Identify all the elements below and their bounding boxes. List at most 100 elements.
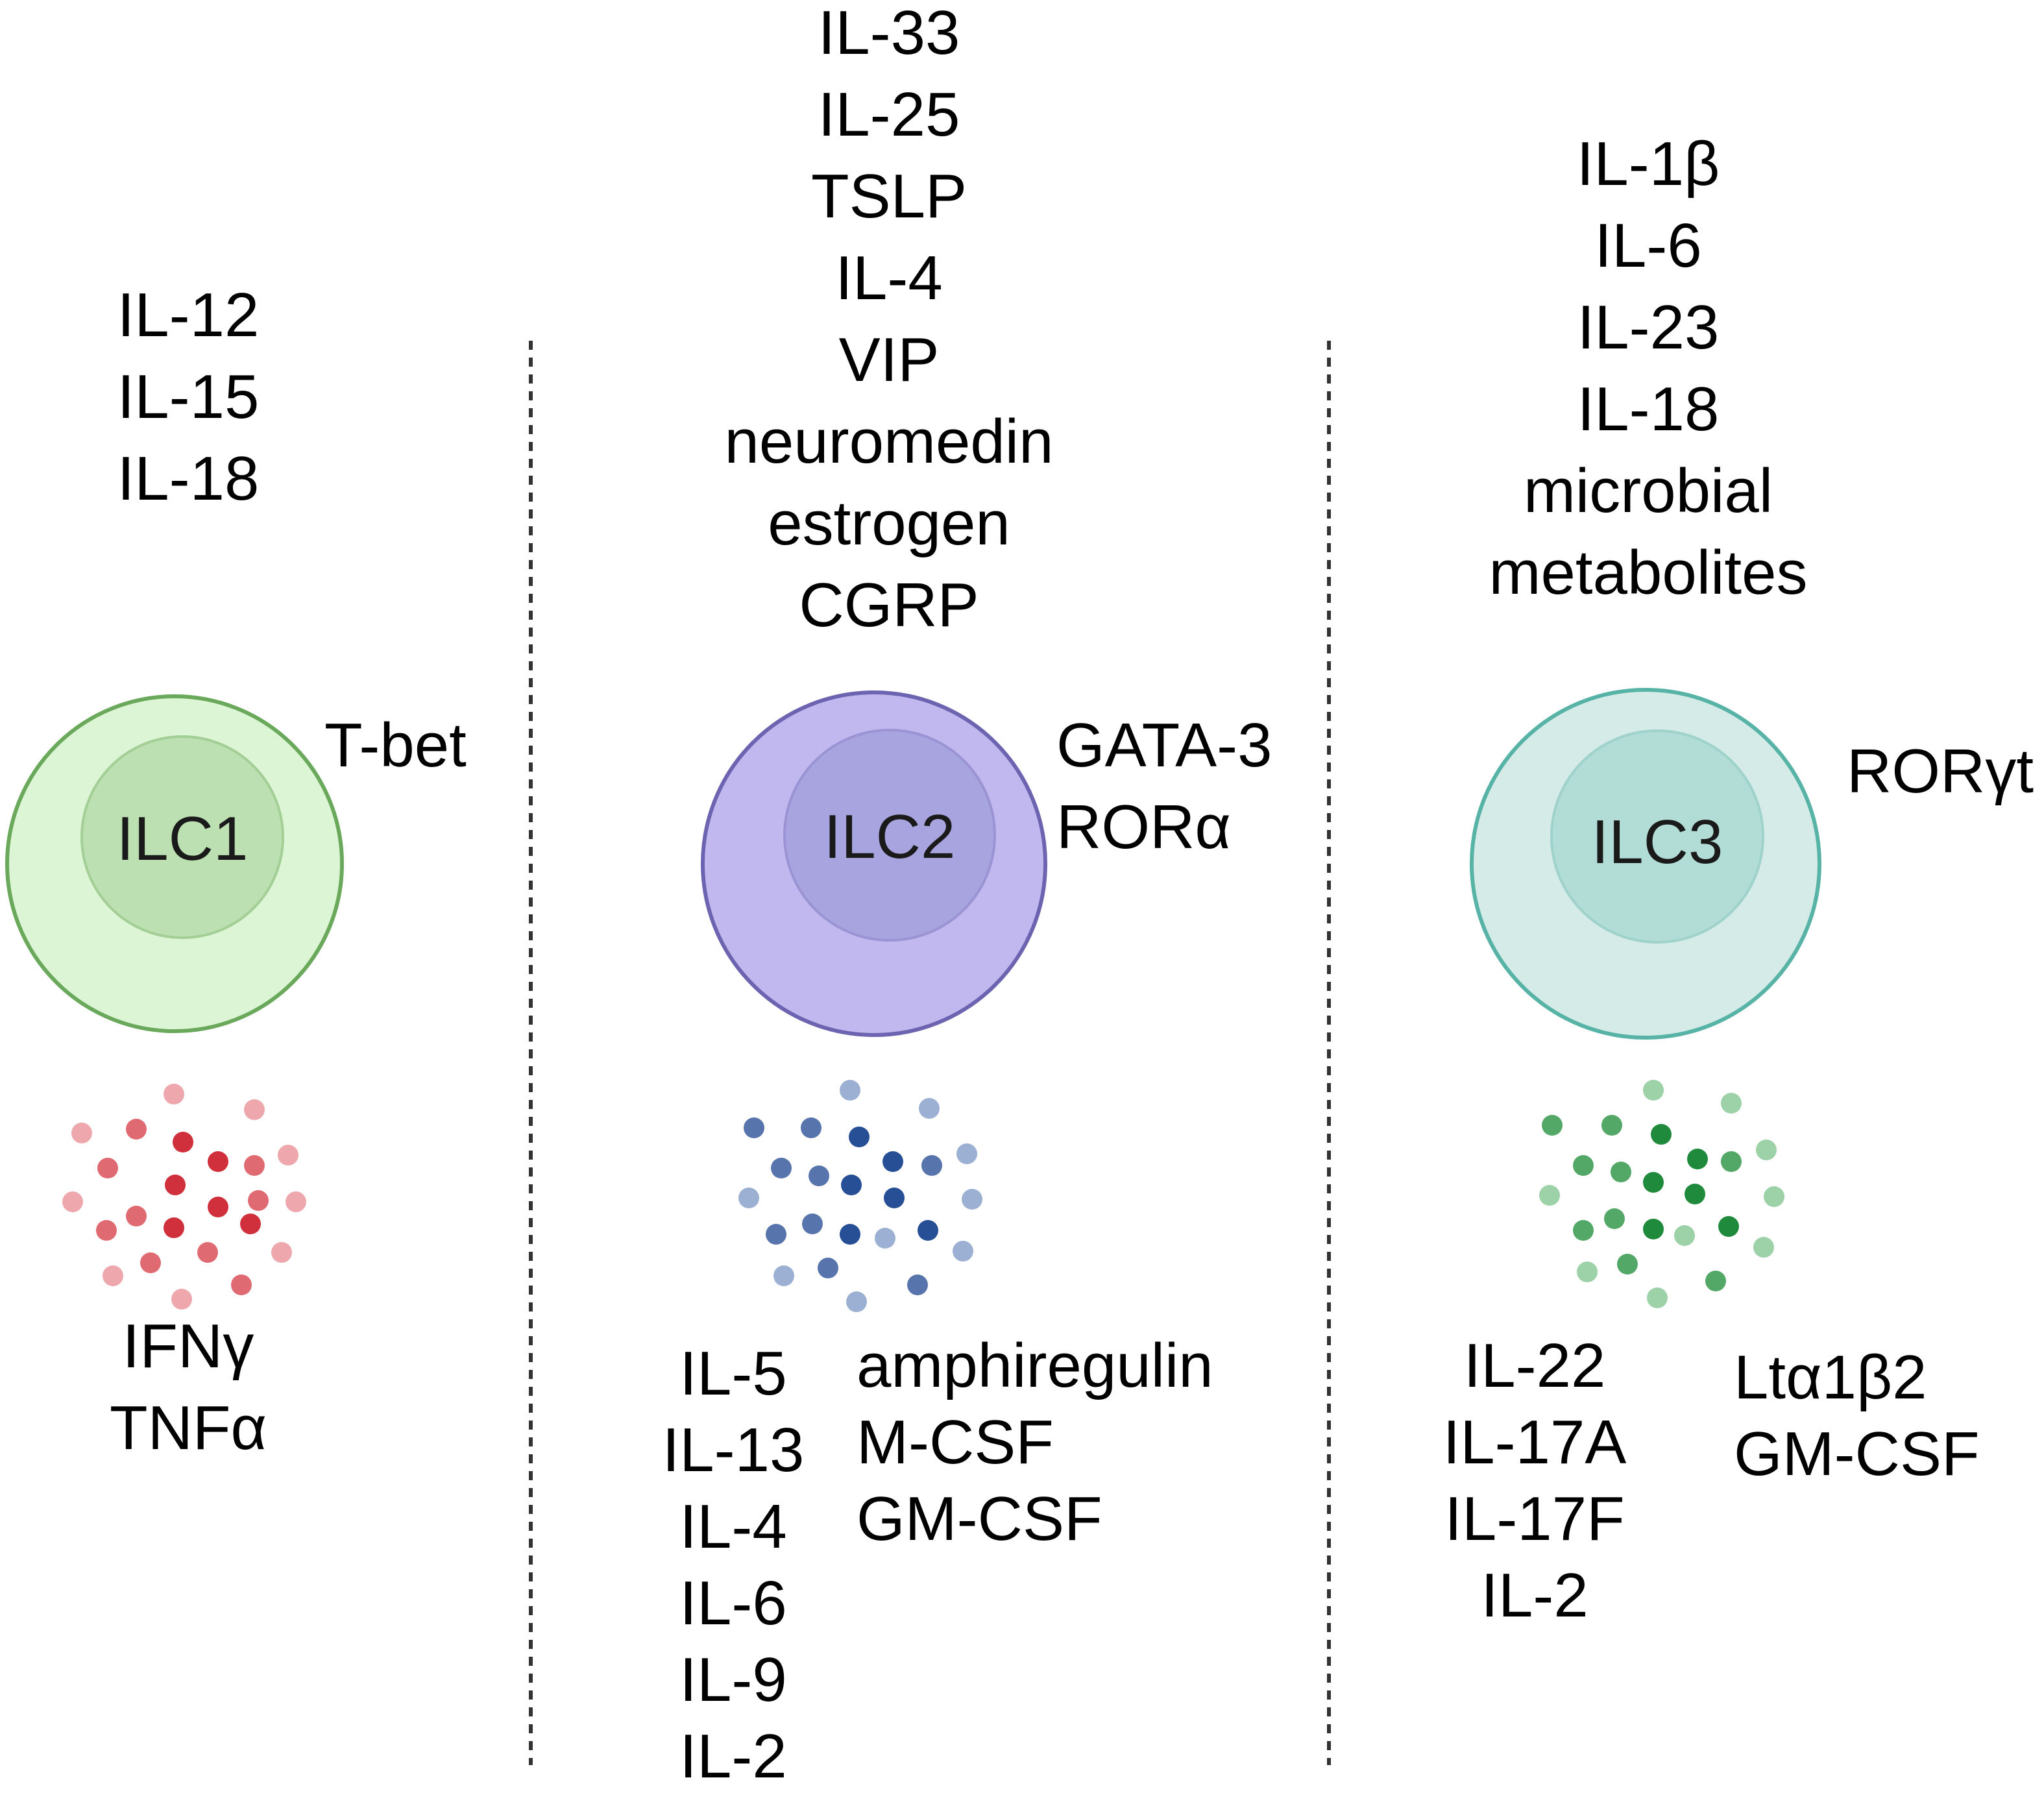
ilc3-cytokine-dot — [1721, 1093, 1742, 1114]
ilc3-cytokine-dot — [1577, 1262, 1598, 1282]
ilc2-transcription-factors: GATA-3 RORα — [1056, 705, 1272, 868]
ilc3-product: IL-2 — [1481, 1561, 1588, 1630]
ilc3-cytokine-dot — [1617, 1254, 1638, 1275]
ilc1-cytokine-dot — [197, 1242, 218, 1263]
ilc2-product-list-right: amphiregulin M-CSF GM-CSF — [857, 1328, 1213, 1557]
ilc2-cytokine-dot — [744, 1117, 764, 1138]
ilc3-cytokine-dot — [1573, 1155, 1594, 1176]
ilc1-cytokine-dot — [164, 1217, 184, 1238]
ilc1-cytokine-dots — [62, 1084, 306, 1310]
ilc3-product: GM-CSF — [1734, 1419, 1980, 1489]
ilc1-cytokine-dot — [126, 1119, 147, 1140]
ilc2-inducer: IL-4 — [835, 243, 943, 313]
ilc3-inducer: IL-6 — [1594, 211, 1702, 280]
ilc3-cytokine-dot — [1647, 1287, 1668, 1308]
ilc3-product-list-right: Ltα1β2 GM-CSF — [1734, 1339, 1980, 1493]
ilc2-cytokine-dot — [841, 1175, 862, 1195]
ilc3-cell: ILC3 — [1470, 688, 1821, 1040]
ilc1-cytokine-dot — [164, 1084, 184, 1104]
ilc2-cytokine-dot — [766, 1224, 786, 1245]
ilc2-inducer: TSLP — [810, 162, 967, 231]
ilc2-cytokine-dot — [849, 1127, 870, 1147]
ilc1-cytokine-dot — [96, 1220, 117, 1241]
ilc2-cytokine-dot — [809, 1165, 829, 1186]
ilc3-cytokine-dot — [1674, 1225, 1695, 1246]
ilc1-inducer: IL-12 — [117, 280, 260, 350]
ilc1-inducer: IL-15 — [117, 362, 260, 432]
ilc2-inducer: IL-33 — [818, 0, 960, 67]
ilc1-product: TNFα — [109, 1393, 267, 1463]
ilc2-cytokine-dot — [962, 1189, 982, 1210]
ilc3-cytokine-dot — [1753, 1237, 1774, 1258]
ilc1-product: IFNγ — [122, 1311, 254, 1381]
ilc1-cytokine-dot — [62, 1191, 83, 1212]
ilc3-product: IL-22 — [1463, 1331, 1606, 1400]
ilc3-transcription-factor: RORγt — [1847, 737, 2034, 806]
ilc2-cytokine-dot — [907, 1275, 928, 1295]
ilc2-nucleus — [783, 729, 996, 942]
ilc2-inducer: VIP — [838, 325, 940, 395]
ilc1-cytokine-dot — [165, 1175, 186, 1195]
ilc2-product: IL-9 — [679, 1645, 787, 1714]
ilc2-cytokine-dot — [801, 1117, 821, 1138]
ilc1-cytokine-dot — [71, 1123, 92, 1143]
ilc3-cytokine-dot — [1764, 1186, 1784, 1207]
ilc2-inducer: IL-25 — [818, 80, 960, 149]
ilc3-cytokine-dot — [1651, 1124, 1672, 1145]
ilc3-inducer: IL-23 — [1577, 293, 1720, 362]
ilc1-cytokine-dot — [286, 1191, 306, 1212]
ilc2-cytokine-dot — [919, 1098, 940, 1119]
ilc2-inducer-list: IL-33 IL-25 TSLP IL-4 VIP neuromedin est… — [668, 0, 1110, 646]
ilc3-cytokine-dot — [1573, 1220, 1594, 1241]
ilc1-cytokine-dot — [140, 1252, 161, 1273]
ilc2-label: ILC2 — [824, 802, 956, 872]
ilc1-cytokine-dot — [171, 1289, 192, 1310]
ilc2-cell: ILC2 — [701, 690, 1047, 1037]
ilc3-cytokine-dot — [1718, 1216, 1739, 1237]
ilc2-product: IL-13 — [662, 1415, 805, 1485]
ilc3-inducer: metabolites — [1489, 538, 1808, 607]
ilc3-cytokine-dot — [1601, 1115, 1622, 1136]
ilc2-cytokine-dot — [953, 1241, 973, 1262]
ilc1-cytokine-dot — [173, 1132, 193, 1153]
ilc2-cytokine-dot — [840, 1224, 860, 1245]
ilc2-product: IL-6 — [679, 1568, 787, 1638]
ilc2-cytokine-dot — [884, 1188, 905, 1208]
ilc3-cytokine-dot — [1643, 1080, 1664, 1101]
ilc1-product-list: IFNγ TNFα — [58, 1306, 318, 1469]
ilc2-transcription-factor: RORα — [1056, 792, 1231, 862]
ilc3-cytokine-dot — [1687, 1149, 1708, 1169]
ilc2-product: amphiregulin — [857, 1331, 1213, 1400]
ilc3-product-list-left: IL-22 IL-17A IL-17F IL-2 — [1428, 1328, 1642, 1634]
ilc2-cytokine-dot — [802, 1214, 823, 1234]
ilc3-inducer: microbial — [1523, 456, 1773, 526]
ilc2-cytokine-dot — [840, 1080, 860, 1101]
ilc1-cytokine-dot — [244, 1099, 265, 1120]
ilc3-cytokine-dot — [1685, 1184, 1705, 1204]
ilc3-cytokine-dot — [1643, 1219, 1664, 1239]
ilc3-nucleus — [1550, 729, 1764, 944]
ilc1-cytokine-dot — [248, 1190, 269, 1211]
ilc2-cytokine-dot — [882, 1151, 903, 1172]
ilc3-cytokine-dot — [1611, 1162, 1631, 1182]
ilc2-product: GM-CSF — [857, 1484, 1102, 1554]
ilc1-inducer: IL-18 — [117, 444, 260, 513]
ilc2-cytokine-dot — [875, 1228, 895, 1249]
ilc2-cytokine-dot — [918, 1220, 938, 1241]
ilc3-inducer: IL-1β — [1576, 129, 1720, 199]
ilc2-inducer: neuromedin — [724, 407, 1054, 476]
ilc3-product: IL-17F — [1444, 1484, 1625, 1554]
ilc3-label: ILC3 — [1592, 807, 1723, 877]
ilc1-cytokine-dot — [244, 1155, 265, 1176]
ilc1-cytokine-dot — [240, 1214, 261, 1234]
ilc2-cytokine-dot — [818, 1258, 838, 1278]
ilc1-cytokine-dot — [103, 1265, 123, 1286]
ilc3-cytokine-dot — [1705, 1271, 1726, 1291]
ilc2-cytokine-dot — [773, 1265, 794, 1286]
ilc1-cytokine-dot — [231, 1275, 252, 1295]
ilc1-cytokine-dot — [97, 1158, 118, 1178]
ilc3-inducer-list: IL-1β IL-6 IL-23 IL-18 microbial metabol… — [1434, 123, 1862, 614]
ilc1-nucleus — [80, 735, 284, 939]
